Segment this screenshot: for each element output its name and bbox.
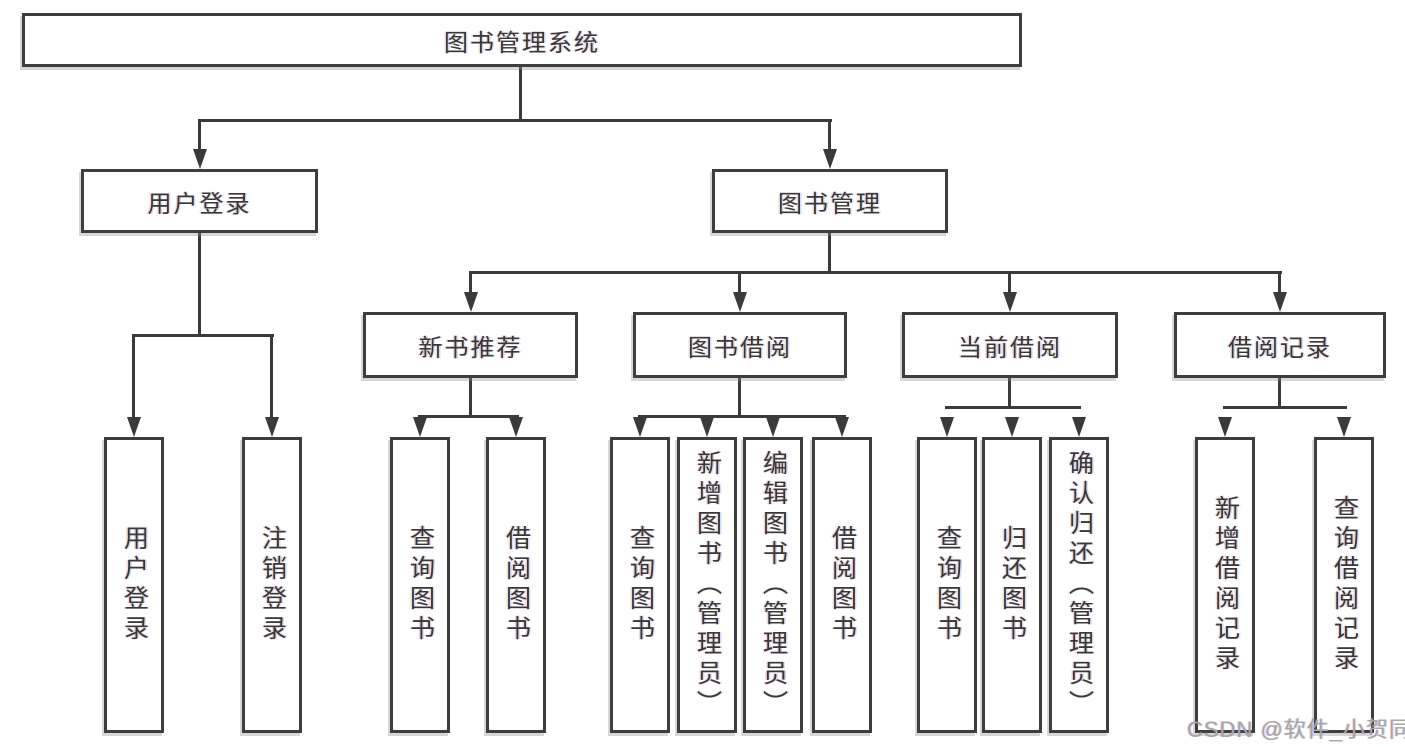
arrow-down-icon: [264, 417, 279, 437]
connector-line: [738, 271, 741, 294]
node-user-login: 用户登录: [81, 169, 318, 233]
arrow-down-icon: [700, 417, 714, 437]
connector-line: [198, 119, 201, 151]
arrow-down-icon: [1272, 292, 1287, 312]
arrow-down-icon: [1218, 417, 1232, 437]
connector-line: [132, 334, 135, 419]
arrow-down-icon: [633, 417, 647, 437]
connector-line: [469, 378, 472, 418]
connector-line: [1008, 271, 1011, 294]
arrow-down-icon: [766, 417, 780, 437]
node-library-management-system: 图书管理系统: [22, 13, 1022, 67]
connector-line: [198, 233, 201, 337]
arrow-down-icon: [509, 417, 523, 437]
connector-line: [469, 271, 472, 294]
connector-line: [828, 119, 831, 151]
connector-line: [738, 378, 741, 418]
arrow-down-icon: [463, 292, 478, 312]
node-current-borrowing: 当前借阅: [902, 312, 1118, 378]
arrow-down-icon: [732, 292, 747, 312]
connector-line: [1223, 406, 1347, 409]
leaf-borrow-books-recommend: 借阅图书: [486, 437, 546, 733]
leaf-return-books: 归还图书: [982, 437, 1042, 733]
connector-line: [519, 67, 522, 122]
leaf-logout-login: 注销登录: [242, 437, 302, 733]
connector-line: [638, 415, 846, 418]
leaf-confirm-return-admin: 确认归还（管理员）: [1049, 437, 1109, 733]
connector-line: [132, 334, 274, 337]
connector-line: [828, 233, 831, 274]
connector-line: [418, 415, 519, 418]
leaf-user-login: 用户登录: [104, 437, 164, 733]
leaf-query-books-current: 查询图书: [917, 437, 977, 733]
arrow-down-icon: [1005, 417, 1019, 437]
leaf-add-borrow-record: 新增借阅记录: [1195, 437, 1255, 733]
connector-line: [198, 119, 832, 122]
node-borrowing-records: 借阅记录: [1174, 312, 1386, 378]
node-book-management: 图书管理: [712, 169, 948, 233]
arrow-down-icon: [940, 417, 954, 437]
leaf-query-books-borrowing: 查询图书: [610, 437, 670, 733]
connector-line: [270, 334, 273, 419]
leaf-query-borrow-record: 查询借阅记录: [1314, 437, 1374, 733]
node-book-borrowing: 图书借阅: [633, 312, 847, 378]
arrow-down-icon: [1072, 417, 1086, 437]
arrow-down-icon: [835, 417, 849, 437]
leaf-borrow-books: 借阅图书: [812, 437, 872, 733]
connector-line: [1008, 378, 1011, 409]
leaf-query-books-recommend: 查询图书: [390, 437, 450, 733]
connector-line: [1278, 378, 1281, 409]
connector-line: [1278, 271, 1281, 294]
arrow-down-icon: [822, 149, 837, 169]
connector-line: [945, 406, 1081, 409]
arrow-down-icon: [192, 149, 207, 169]
arrow-down-icon: [126, 417, 141, 437]
leaf-edit-books-admin: 编辑图书（管理员）: [743, 437, 803, 733]
arrow-down-icon: [1002, 292, 1017, 312]
arrow-down-icon: [1337, 417, 1351, 437]
connector-line: [469, 271, 1282, 274]
arrow-down-icon: [413, 417, 427, 437]
node-new-book-recommendation: 新书推荐: [363, 312, 578, 378]
leaf-add-books-admin: 新增图书（管理员）: [677, 437, 737, 733]
csdn-watermark: CSDN @软件_小贺同学: [1187, 717, 1405, 742]
